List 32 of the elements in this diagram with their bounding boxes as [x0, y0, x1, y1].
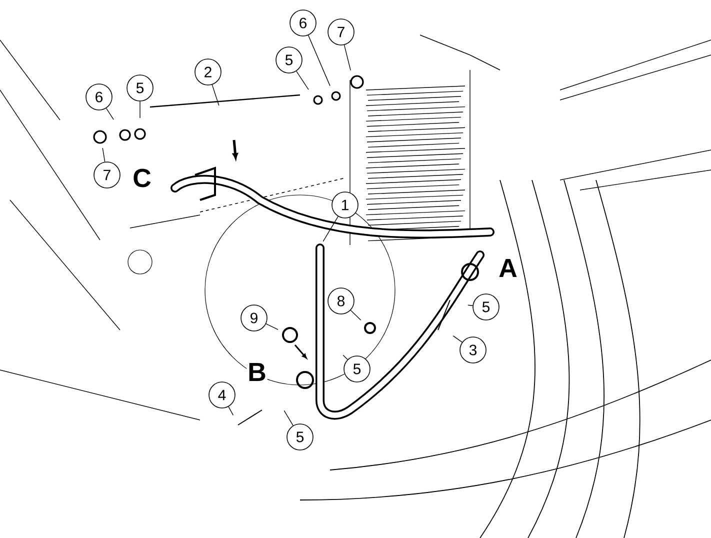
leader-line — [468, 304, 474, 306]
leader-line — [284, 410, 294, 426]
callout-number: 5 — [286, 424, 314, 450]
leader-line — [344, 44, 351, 71]
callout-number: 3 — [460, 336, 486, 364]
leader-line — [350, 310, 362, 320]
reference-letter: A — [498, 258, 518, 278]
callout-number: 7 — [94, 162, 120, 188]
callout-number: 1 — [332, 192, 358, 218]
callout-number: 7 — [328, 18, 354, 46]
leader-line — [266, 323, 278, 330]
callout-number: 5 — [276, 46, 302, 74]
reference-letter: B — [246, 362, 268, 382]
leader-line — [322, 216, 338, 242]
callout-number: 5 — [344, 356, 370, 382]
leader-line — [102, 148, 106, 162]
leader-line — [342, 354, 348, 360]
callout-number: 2 — [194, 58, 222, 86]
callout-number: 9 — [240, 304, 268, 332]
leader-line — [308, 34, 330, 86]
callout-number: 6 — [290, 10, 316, 36]
callout-number: 5 — [126, 74, 154, 102]
leader-line — [296, 70, 309, 90]
leader-line — [228, 406, 234, 416]
reference-letter: C — [132, 168, 152, 188]
callout-number: 5 — [472, 294, 500, 320]
leader-line — [452, 335, 462, 343]
callout-number: 8 — [328, 288, 354, 314]
leader-line — [106, 108, 114, 120]
leader-line — [212, 84, 220, 106]
callout-number: 6 — [86, 84, 112, 110]
callout-number: 4 — [208, 382, 236, 408]
